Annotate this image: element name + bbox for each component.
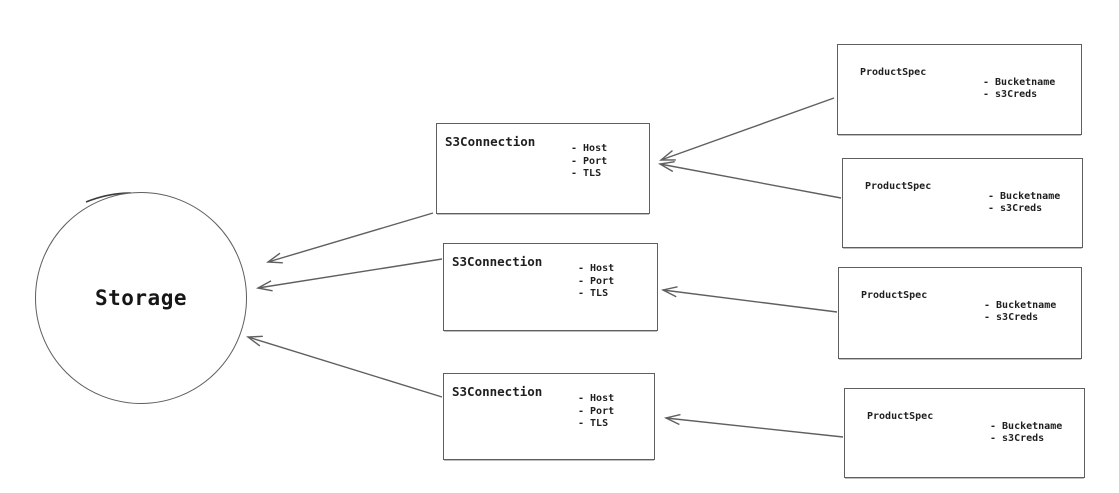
product-spec-box-1: ProductSpec - Bucketname - s3Creds: [837, 44, 1082, 135]
attribute-tls: - TLS: [571, 168, 602, 179]
arrow-s3-connection-3-to-storage: [246, 335, 443, 398]
s3-connection-box-2: S3Connection - Host - Port - TLS: [443, 243, 658, 331]
storage-label: Storage: [94, 286, 187, 310]
product-spec-box-3: ProductSpec - Bucketname - s3Creds: [838, 267, 1082, 359]
attribute-s3creds: - s3Creds: [990, 433, 1045, 444]
arrow-s3-connection-1-to-storage: [266, 212, 434, 264]
attribute-bucketname: - Bucketname: [988, 191, 1061, 202]
class-title: S3Connection: [445, 134, 536, 149]
class-title: ProductSpec: [865, 181, 932, 192]
attribute-tls: - TLS: [578, 288, 609, 299]
attribute-port: - Port: [571, 155, 608, 167]
class-title: S3Connection: [452, 384, 543, 399]
attribute-list: - Bucketname - s3Creds: [984, 300, 1056, 324]
attribute-host: - Host: [571, 143, 608, 154]
attribute-port: - Port: [578, 275, 615, 287]
arrow-product-spec-3-to-s3-connection-2: [660, 286, 838, 313]
attribute-bucketname: - Bucketname: [990, 421, 1063, 432]
attribute-list: - Bucketname - s3Creds: [990, 421, 1062, 445]
attribute-bucketname: - Bucketname: [983, 77, 1056, 88]
attribute-list: - Host - Port - TLS: [578, 263, 614, 301]
class-title: ProductSpec: [860, 67, 927, 78]
storage-node: Storage: [35, 192, 247, 404]
attribute-bucketname: - Bucketname: [984, 300, 1057, 311]
s3-connection-box-1: S3Connection - Host - Port - TLS: [436, 123, 650, 214]
attribute-list: - Host - Port - TLS: [578, 393, 614, 431]
attribute-list: - Bucketname - s3Creds: [983, 77, 1055, 101]
attribute-host: - Host: [578, 263, 615, 274]
product-spec-box-2: ProductSpec - Bucketname - s3Creds: [842, 158, 1083, 248]
attribute-port: - Port: [578, 405, 615, 417]
attribute-host: - Host: [578, 393, 615, 404]
attribute-s3creds: - s3Creds: [983, 89, 1038, 100]
arrow-product-spec-2-to-s3-connection-1: [657, 160, 842, 199]
attribute-list: - Host - Port - TLS: [571, 143, 607, 181]
arrow-s3-connection-2-to-storage: [255, 258, 443, 292]
class-title: S3Connection: [452, 254, 543, 269]
s3-connection-box-3: S3Connection - Host - Port - TLS: [443, 373, 655, 460]
arrow-product-spec-1-to-s3-connection-1: [659, 97, 835, 161]
attribute-list: - Bucketname - s3Creds: [988, 191, 1060, 215]
class-title: ProductSpec: [867, 411, 934, 422]
arrow-product-spec-4-to-s3-connection-3: [663, 413, 844, 438]
attribute-s3creds: - s3Creds: [988, 203, 1043, 214]
product-spec-box-4: ProductSpec - Bucketname - s3Creds: [844, 388, 1085, 478]
class-title: ProductSpec: [861, 290, 928, 301]
attribute-tls: - TLS: [578, 418, 609, 429]
attribute-s3creds: - s3Creds: [984, 312, 1039, 323]
